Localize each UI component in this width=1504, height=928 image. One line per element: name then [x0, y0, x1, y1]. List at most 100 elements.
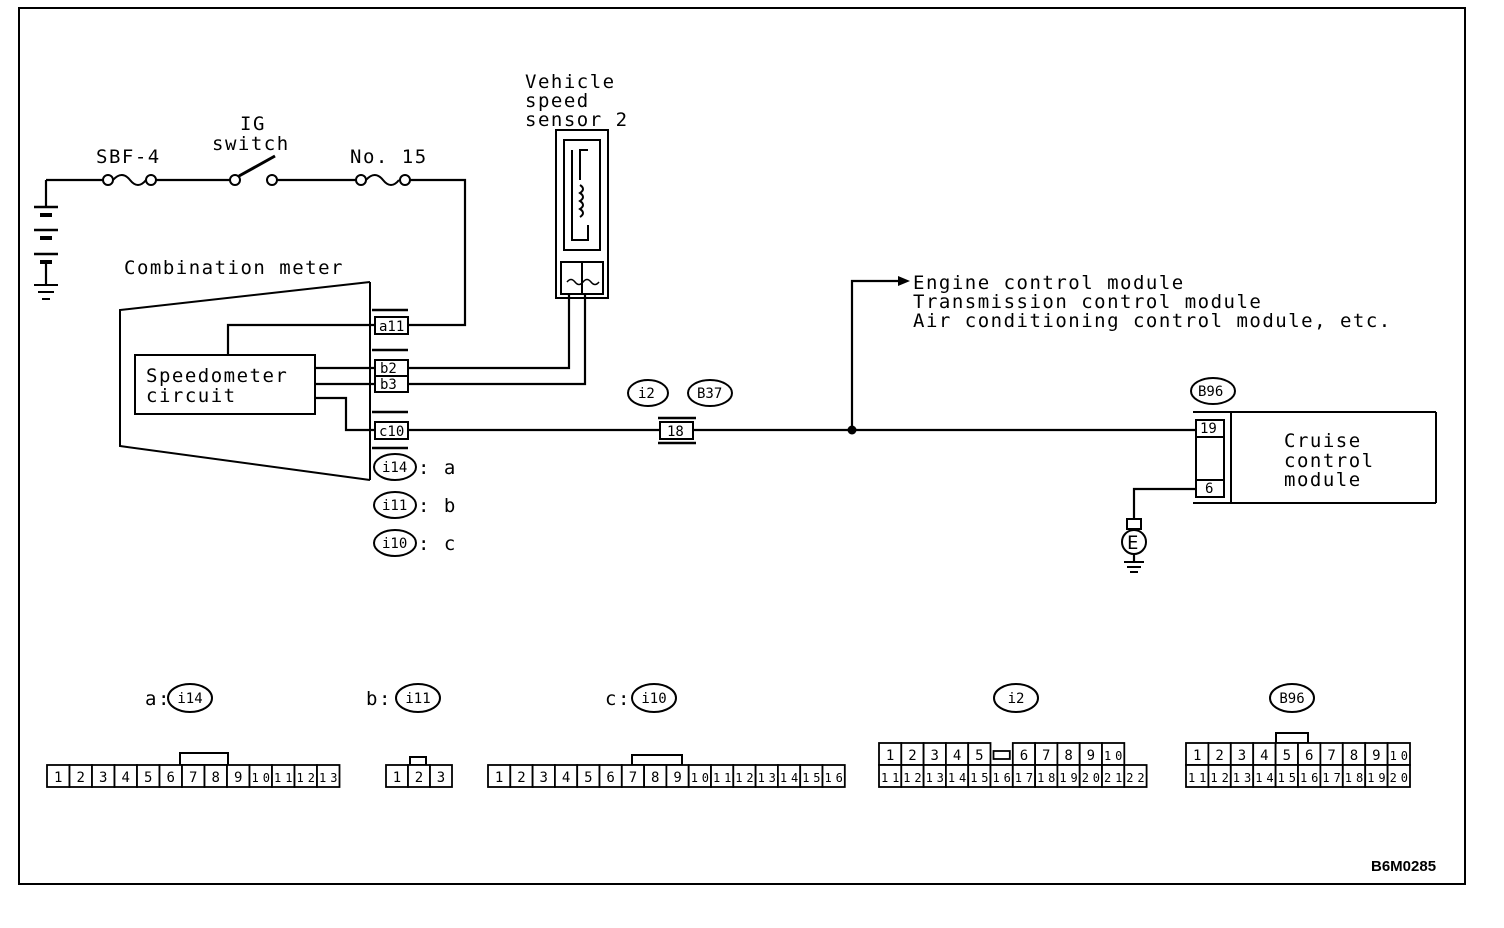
connector-pin-number: 7 — [189, 770, 197, 786]
vehicle-speed-sensor-label: Vehicle speed sensor 2 — [525, 71, 629, 131]
battery-symbol — [34, 180, 58, 300]
no15-fuse — [355, 174, 411, 186]
connector-pin-number: 7 — [1327, 748, 1335, 764]
connector-pin-cell — [316, 764, 341, 788]
connector-pin-number: 8 — [1064, 748, 1072, 764]
connector-pin-number: 1 — [54, 770, 62, 786]
cruise-connector-code-oval — [1190, 377, 1236, 405]
connector-letter-a: : a — [418, 457, 457, 479]
cruise-pin-6: 6 — [1205, 481, 1213, 497]
connector-pin-number: 2 — [908, 748, 916, 764]
pin-a11: a11 — [379, 319, 404, 335]
connector-pin-number: 5 — [144, 770, 152, 786]
ig-switch-symbol — [229, 154, 278, 186]
pin-b3: b3 — [380, 377, 397, 393]
connector-code-i14: i14 — [382, 460, 407, 476]
speedometer-circuit-label: Speedometer circuit — [146, 365, 301, 407]
ig-switch-label: IG switch — [212, 113, 290, 155]
connector-face-code: i10 — [641, 691, 666, 707]
pin-b2: b2 — [380, 361, 397, 377]
connector-pin-number: 4 — [562, 770, 570, 786]
connector-pin-number: 2 — [77, 770, 85, 786]
connector-pin-number: 5 — [584, 770, 592, 786]
connector-pin-cell — [1123, 764, 1148, 788]
connector-face-letter: b: — [366, 688, 392, 710]
combination-meter-outline — [119, 281, 371, 481]
connector-face-letter: a: — [145, 688, 171, 710]
vehicle-speed-sensor — [555, 129, 609, 299]
connector-pin-number: 1 — [393, 770, 401, 786]
pin-c10: c10 — [379, 424, 404, 440]
connector-code-i11: i11 — [382, 498, 407, 514]
figure-code: B6M0285 — [1371, 858, 1436, 875]
connector-code-i10: i10 — [382, 536, 407, 552]
combination-meter-label: Combination meter — [124, 257, 344, 279]
sensor-wire-b3 — [408, 294, 587, 386]
connector-pin-number: 3 — [540, 770, 548, 786]
connector-pin-number: 3 — [931, 748, 939, 764]
connector-pin-number: 9 — [234, 770, 242, 786]
connector-letter-c: : c — [418, 533, 457, 555]
connector-face-code: i2 — [1008, 691, 1025, 707]
connector-pin-number: 6 — [167, 770, 175, 786]
connector-pin-number: 3 — [1238, 748, 1246, 764]
connector-pin-number: 3 — [99, 770, 107, 786]
connector-pin-number: 8 — [212, 770, 220, 786]
connector-pin-number: 1 — [495, 770, 503, 786]
connector-pin-number: 4 — [1260, 748, 1268, 764]
connector-pin-number: 9 — [673, 770, 681, 786]
connector-face-code: i11 — [405, 691, 430, 707]
connector-pin-cell — [1386, 764, 1411, 788]
connector-pin-cell — [821, 764, 846, 788]
inline-connector-pin: 18 — [667, 424, 684, 440]
connector-pin-number: 2 — [1215, 748, 1223, 764]
sensor-wire-b2 — [408, 294, 571, 370]
connector-face-letter: c: — [605, 688, 631, 710]
connector-pin-number: 5 — [1283, 748, 1291, 764]
destination-modules-label: Engine control module Transmission contr… — [913, 272, 1392, 332]
connector-pin-number: 7 — [629, 770, 637, 786]
connector-pin-number: 2 — [415, 770, 423, 786]
cruise-connector-code: B96 — [1198, 384, 1223, 400]
connector-pin-number: 9 — [1087, 748, 1095, 764]
connector-pin-number: 1 — [1193, 748, 1201, 764]
connector-face-code: B96 — [1279, 691, 1304, 707]
ground-wire — [1132, 487, 1196, 520]
cruise-control-module-label: Cruise control module — [1284, 430, 1388, 491]
connector-pin-number: 9 — [1372, 748, 1380, 764]
power-wire-a11 — [408, 178, 467, 327]
branch-arrow — [898, 276, 910, 286]
inline-code-b37: B37 — [697, 386, 722, 402]
branch-wire — [850, 279, 898, 430]
connector-pin-number: 6 — [1305, 748, 1313, 764]
ground-label: E — [1127, 532, 1140, 554]
no15-label: No. 15 — [350, 146, 428, 168]
connector-pin-number: 5 — [975, 748, 983, 764]
connector-face-code: i14 — [177, 691, 202, 707]
connector-pin-number: 4 — [953, 748, 961, 764]
connector-pin-number: 7 — [1042, 748, 1050, 764]
connector-pin-number: 8 — [1350, 748, 1358, 764]
sbf4-fuse — [102, 174, 157, 186]
connector-letter-b: : b — [418, 495, 457, 517]
inline-code-i2: i2 — [638, 386, 655, 402]
cruise-pin-19: 19 — [1200, 421, 1217, 437]
inline-connector — [627, 379, 733, 445]
connector-pin-number: 6 — [606, 770, 614, 786]
diagram-frame — [18, 7, 1466, 885]
connector-pin-number: 3 — [437, 770, 445, 786]
ground-symbol — [1121, 518, 1147, 573]
meter-connector-block — [372, 308, 409, 450]
cruise-control-module — [1193, 411, 1437, 504]
connector-pin-number: 2 — [517, 770, 525, 786]
connector-pin-number: 1 — [886, 748, 894, 764]
connector-pin-cell — [429, 764, 453, 788]
meter-connector-legend: i14 : a i11 : b i10 : c — [373, 453, 457, 557]
